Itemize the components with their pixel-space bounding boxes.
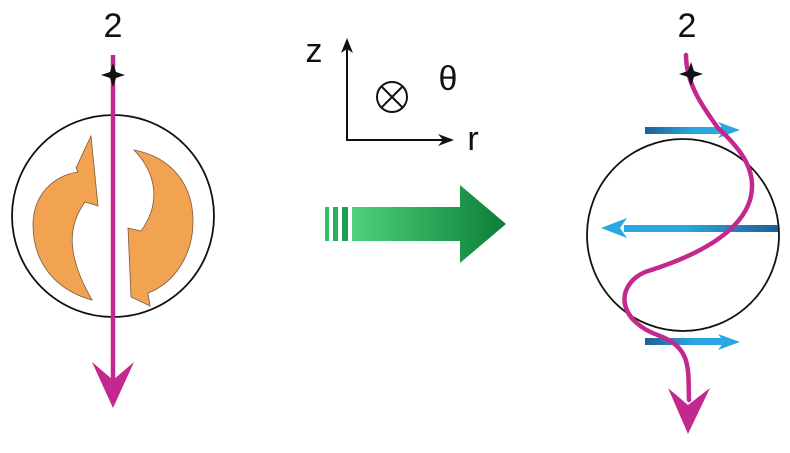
right-panel: 2	[586, 7, 780, 434]
left-star-marker	[101, 63, 125, 87]
transition-arrow	[325, 185, 506, 263]
r-axis-label: r	[467, 120, 478, 158]
left-panel: 2	[11, 7, 215, 408]
middle-blue-arrow	[601, 218, 778, 238]
into-page-symbol	[376, 81, 408, 113]
right-sphere	[586, 138, 780, 332]
green-arrow-body	[352, 185, 506, 263]
r-axis-arrowhead	[438, 134, 454, 146]
left-rotation-arrow-right	[127, 149, 194, 307]
right-top-label: 2	[678, 7, 697, 45]
coordinate-axes: z r θ	[306, 32, 479, 158]
bottom-blue-arrow	[645, 334, 740, 350]
left-rotation-arrow-left	[32, 134, 99, 301]
left-magenta-arrowhead	[92, 362, 134, 408]
right-magenta-wave	[622, 52, 755, 403]
z-axis-label: z	[306, 32, 323, 70]
z-axis-arrowhead	[341, 38, 353, 53]
right-star-marker	[679, 62, 703, 86]
theta-label: θ	[439, 60, 458, 98]
left-top-label: 2	[104, 7, 123, 45]
right-magenta-arrowhead	[668, 388, 710, 434]
